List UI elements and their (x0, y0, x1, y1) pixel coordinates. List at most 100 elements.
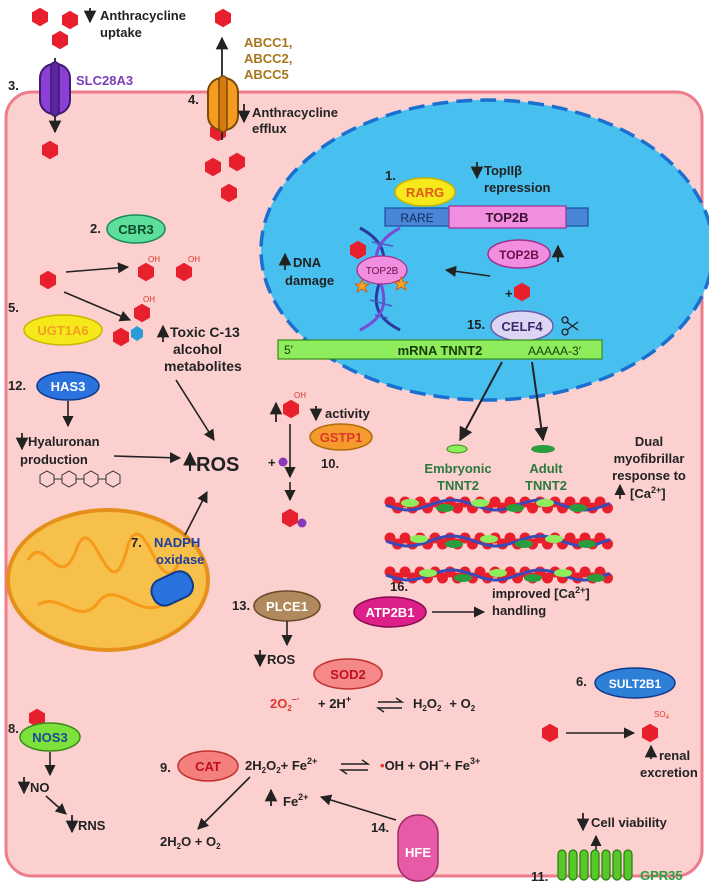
gpr35-label: GPR35 (640, 868, 683, 883)
top2b-dna-badge (356, 255, 408, 285)
gstp1-number: 10. (321, 456, 339, 471)
hfe-receptor[interactable] (397, 814, 439, 882)
cat-number: 9. (160, 760, 171, 775)
cbr3-number: 2. (90, 221, 101, 236)
troponin-t-marker (524, 574, 542, 582)
toxic-metabolites-1: Toxic C-13 (170, 324, 240, 340)
actin-bead (579, 566, 591, 578)
nucleus (259, 98, 709, 402)
nadph-label-1: NADPH (154, 535, 200, 550)
embryonic-label-1: Embryonic (424, 461, 491, 476)
atp-number: 16. (390, 579, 408, 594)
slc28a3-transporter[interactable] (39, 58, 71, 134)
troponin-t-marker (410, 535, 428, 543)
mrna-label: mRNA TNNT2 (398, 343, 483, 358)
troponin-t-marker (445, 540, 463, 548)
embryonic-tnnt2-icon (446, 444, 468, 454)
gstp1-badge[interactable] (309, 423, 373, 451)
ugt1a6-badge[interactable] (23, 314, 103, 346)
improved-calcium-1: improved [Ca2+] (492, 585, 590, 601)
actin-bead (542, 572, 553, 584)
troponin-t-marker (480, 535, 498, 543)
ugt-number: 5. (8, 300, 19, 315)
troponin-t-marker (536, 499, 554, 507)
cat-label: CAT (195, 759, 221, 774)
abcc-label-2: ABCC2, (244, 51, 292, 66)
abcc-label-3: ABCC5 (244, 67, 289, 82)
sult2b1-label: SULT2B1 (609, 677, 662, 691)
damage-star-2 (392, 275, 410, 291)
oh-label-1: OH (148, 255, 160, 264)
gpr35-number: 11. (531, 869, 548, 883)
nos3-badge[interactable] (19, 722, 81, 752)
mitochondrion (6, 508, 210, 652)
equilibrium-arrows-2 (338, 759, 371, 775)
slc28a3-label: SLC28A3 (76, 73, 133, 88)
dna-damage-2: damage (285, 273, 334, 288)
efflux-label-2: efflux (252, 121, 287, 136)
tropomyosin-strand (385, 534, 611, 548)
plce1-number: 13. (232, 598, 250, 613)
damage-star-1 (353, 277, 371, 293)
troponin-t-marker (401, 499, 419, 507)
rare-label: RARE (400, 211, 433, 225)
fe2-label: Fe2+ (283, 792, 308, 809)
abcc-transporter[interactable] (207, 36, 239, 140)
actin-bead (564, 496, 576, 508)
hfe-number: 14. (371, 820, 389, 835)
rarg-label: RARG (406, 185, 444, 200)
dna-damage-1: DNA (293, 255, 322, 270)
nadph-oxidase-icon[interactable] (147, 567, 196, 609)
actin-bead (504, 532, 516, 544)
uptake-label-2: uptake (100, 25, 142, 40)
efflux-label-1: Anthracycline (252, 105, 338, 120)
has3-badge[interactable] (36, 371, 100, 401)
transmembrane-helix (568, 849, 578, 881)
hyaluronan-2: production (20, 452, 88, 467)
cat-products: 2H2O + O2 (160, 834, 221, 851)
atp2b1-badge[interactable] (353, 596, 427, 628)
rarg-badge[interactable] (394, 177, 456, 207)
transmembrane-helix (601, 849, 611, 881)
gpr35-receptor[interactable] (557, 849, 633, 881)
hyaluronan-1: Hyaluronan (28, 434, 100, 449)
sod2-equation-mid: + 2H+ (318, 694, 351, 711)
sulfate-label: SO4 (654, 710, 670, 721)
scissors-icon (561, 316, 579, 336)
renal-excretion-1: renal (659, 748, 690, 763)
sod2-equation-right: H2O2+ O2 (413, 696, 476, 713)
nos3-number: 8. (8, 721, 19, 736)
uptake-label-1: Anthracycline (100, 8, 186, 23)
gstp1-label: GSTP1 (320, 430, 363, 445)
oh-label-2: OH (188, 255, 200, 264)
cat-badge[interactable] (177, 750, 239, 782)
hfe-label: HFE (405, 845, 431, 860)
nos3-label: NOS3 (32, 730, 67, 745)
top2b-protein[interactable] (487, 239, 551, 269)
nadph-label-2: oxidase (156, 552, 204, 567)
top2-repression-2: repression (484, 180, 551, 195)
ros-label: ROS (196, 454, 239, 476)
top2b-dna-label: TOP2B (366, 266, 399, 277)
cbr3-label: CBR3 (118, 222, 153, 237)
cbr3-badge[interactable] (106, 214, 166, 244)
actin-bead (564, 532, 576, 544)
sod2-badge[interactable] (313, 658, 383, 690)
sult2b1-badge[interactable] (594, 667, 676, 699)
troponin-t-marker (489, 569, 507, 577)
troponin-t-marker (454, 574, 472, 582)
improved-calcium-2: handling (492, 603, 546, 618)
dual-response-1: Dual (635, 434, 663, 449)
celf4-number: 15. (467, 317, 485, 332)
mrna-3-prime: AAAAA-3′ (528, 344, 582, 358)
rns-label: RNS (78, 818, 106, 833)
transmembrane-helix (590, 849, 600, 881)
oh-label-3: OH (143, 295, 155, 304)
plus-sign: + (505, 286, 513, 301)
actin-bead (399, 532, 411, 544)
fenton-left: 2H2O2+ Fe2+ (245, 756, 317, 775)
sod2-label: SOD2 (330, 667, 365, 682)
has3-label: HAS3 (51, 379, 86, 394)
tropomyosin-strand (385, 568, 611, 582)
